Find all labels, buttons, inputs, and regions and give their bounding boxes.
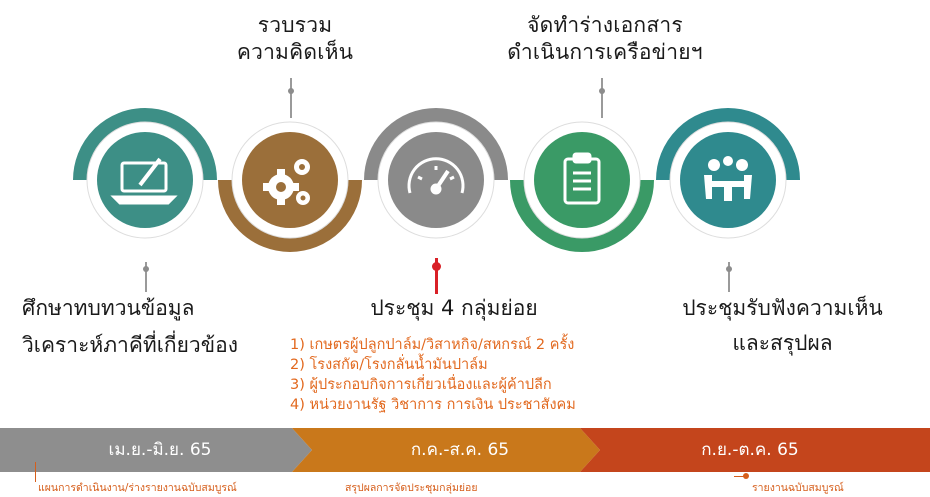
gauge-icon — [407, 157, 465, 195]
connector-dot-draft — [599, 88, 605, 94]
connector-gather — [290, 78, 292, 118]
meeting-group-item: 4) หน่วยงานรัฐ วิชาการ การเงิน ประชาสังค… — [290, 397, 576, 413]
step-study-label-line1: ศึกษาทบทวนข้อมูล — [22, 296, 195, 320]
timeline-segment-2 — [292, 428, 600, 472]
step-gather-label: รวบรวม ความคิดเห็น — [205, 12, 385, 66]
step-hearing-label: ประชุมรับฟังความเห็น และสรุปผล — [640, 295, 925, 357]
step-meeting-circle — [364, 108, 508, 239]
connector-study — [145, 262, 147, 292]
timeline-bar — [0, 428, 930, 472]
clipboard-icon — [563, 152, 601, 205]
step-study-label: ศึกษาทบทวนข้อมูล วิเคราะห์ภาคีที่เกี่ยวข… — [22, 295, 312, 359]
gears-icon — [263, 159, 310, 205]
step-draft-label-line1: จัดทำร่างเอกสาร — [527, 13, 683, 37]
timeline-period-3: ก.ย.-ต.ค. 65 — [701, 440, 799, 460]
note-marker-dot-3 — [743, 473, 749, 479]
note-marker-3 — [734, 476, 746, 477]
timeline-note-1: แผนการดำเนินงาน/ร่างรายงานฉบับสมบูรณ์ — [38, 482, 237, 494]
step-draft-circle — [510, 121, 654, 252]
timeline-note-3: รายงานฉบับสมบูรณ์ — [752, 482, 844, 494]
step-gather-label-line1: รวบรวม — [257, 13, 333, 37]
connector-draft — [601, 78, 603, 118]
connector-hearing — [728, 262, 730, 292]
connector-meeting — [435, 258, 438, 294]
step-draft-label-line2: ดำเนินการเครือข่ายฯ — [507, 40, 703, 64]
timeline-labels: เม.ย.-มิ.ย. 65 ก.ค.-ส.ค. 65 ก.ย.-ต.ค. 65 — [0, 428, 930, 472]
meeting-group-item: 3) ผู้ประกอบกิจการเกี่ยวเนื่องและผู้ค้าป… — [290, 377, 552, 393]
step-hearing-circle — [656, 108, 800, 239]
meeting-group-item: 2) โรงสกัด/โรงกลั่นน้ำมันปาล์ม — [290, 357, 488, 373]
meeting-group-item: 1) เกษตรผู้ปลูกปาล์ม/วิสาหกิจ/สหกรณ์ 2 ค… — [290, 337, 575, 353]
step-gather-circle — [218, 121, 362, 252]
connector-dot-study — [143, 266, 149, 272]
meeting-icon — [704, 156, 752, 201]
step-meeting-label: ประชุม 4 กลุ่มย่อย — [334, 295, 574, 322]
laptop-icon — [110, 157, 178, 205]
step-meeting-label-line1: ประชุม 4 กลุ่มย่อย — [370, 296, 538, 320]
process-circles — [73, 108, 800, 252]
connector-dot-gather — [288, 88, 294, 94]
connector-dot-hearing — [726, 266, 732, 272]
step-draft-label: จัดทำร่างเอกสาร ดำเนินการเครือข่ายฯ — [470, 12, 740, 66]
step-study-label-line2: วิเคราะห์ภาคีที่เกี่ยวข้อง — [22, 333, 238, 357]
meeting-groups-list: 1) เกษตรผู้ปลูกปาล์ม/วิสาหกิจ/สหกรณ์ 2 ค… — [290, 335, 690, 415]
timeline-segment-3 — [580, 428, 930, 472]
connector-dot-meeting — [432, 262, 441, 271]
step-hearing-label-line2: และสรุปผล — [732, 331, 833, 355]
note-marker-1 — [35, 462, 36, 482]
timeline-segment-1 — [0, 428, 312, 472]
timeline-period-1: เม.ย.-มิ.ย. 65 — [108, 440, 212, 460]
step-hearing-label-line1: ประชุมรับฟังความเห็น — [682, 296, 883, 320]
step-gather-label-line2: ความคิดเห็น — [236, 40, 354, 64]
timeline-period-2: ก.ค.-ส.ค. 65 — [410, 440, 510, 460]
timeline-note-2: สรุปผลการจัดประชุมกลุ่มย่อย — [345, 482, 478, 494]
